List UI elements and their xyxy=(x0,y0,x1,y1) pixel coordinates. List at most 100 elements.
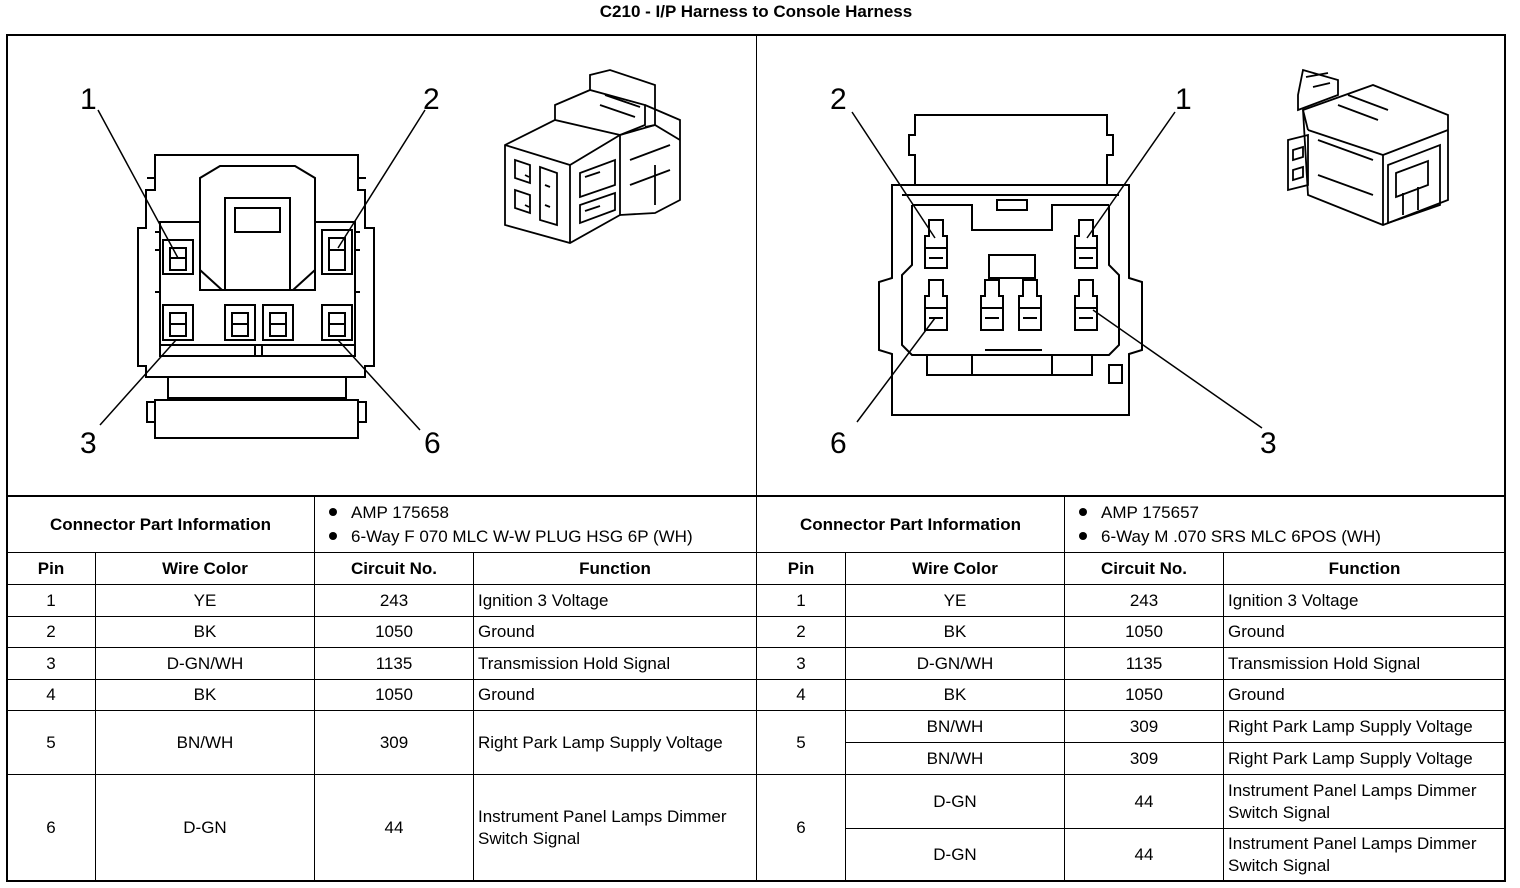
left-callout-pin-1: 1 xyxy=(80,83,97,116)
function-cell: Instrument Panel Lamps Dimmer Switch Sig… xyxy=(1223,828,1506,882)
pin-cell: 3 xyxy=(6,647,96,680)
wire-color-cell: BK xyxy=(845,679,1065,711)
left-callout-pin-6: 6 xyxy=(424,427,441,460)
table-row: D-GN 44 Instrument Panel Lamps Dimmer Sw… xyxy=(757,828,1506,882)
wire-color-cell: BK xyxy=(95,679,315,711)
header-circuit-no: Circuit No. xyxy=(314,552,474,585)
circuit-cell: 309 xyxy=(1064,742,1224,775)
table-row: 1 YE 243 Ignition 3 Voltage xyxy=(6,584,757,617)
horizontal-divider xyxy=(6,495,1506,496)
table-row: 5 BN/WH 309 Right Park Lamp Supply Volta… xyxy=(756,710,1506,775)
right-terminal-6 xyxy=(924,279,948,331)
right-connector-face-view: 2 1 6 3 xyxy=(830,83,1277,460)
function-cell: Right Park Lamp Supply Voltage xyxy=(1223,742,1506,775)
right-terminal-3 xyxy=(1074,279,1098,331)
right-table-header: Pin Wire Color Circuit No. Function xyxy=(756,552,1506,585)
right-terminal-2 xyxy=(924,219,948,269)
pin-cell: 6 xyxy=(756,774,846,882)
right-part-info: AMP 175657 6-Way M .070 SRS MLC 6POS (WH… xyxy=(1064,496,1506,553)
left-terminal-3 xyxy=(162,304,194,341)
table-row: BN/WH 309 Right Park Lamp Supply Voltage xyxy=(757,742,1506,775)
function-cell: Instrument Panel Lamps Dimmer Switch Sig… xyxy=(1223,774,1506,829)
pin-cell: 4 xyxy=(6,679,96,711)
header-pin: Pin xyxy=(6,552,96,585)
left-connector-isometric-view xyxy=(504,69,681,244)
left-part-info: AMP 175658 6-Way F 070 MLC W-W PLUG HSG … xyxy=(314,496,757,553)
right-connector-isometric-view xyxy=(1287,68,1449,226)
circuit-cell: 1050 xyxy=(314,679,474,711)
circuit-cell: 309 xyxy=(314,710,474,775)
right-terminal-5 xyxy=(980,279,1004,331)
table-row: 3 D-GN/WH 1135 Transmission Hold Signal xyxy=(756,647,1506,680)
right-callout-pin-2: 2 xyxy=(830,83,847,116)
header-function: Function xyxy=(473,552,757,585)
wire-color-cell: BN/WH xyxy=(95,710,315,775)
right-terminal-1 xyxy=(1074,219,1098,269)
circuit-cell: 1135 xyxy=(314,647,474,680)
pin-cell: 5 xyxy=(6,710,96,775)
table-row: 2 BK 1050 Ground xyxy=(6,616,757,648)
circuit-cell: 1050 xyxy=(1064,616,1224,648)
function-cell: Ignition 3 Voltage xyxy=(1223,584,1506,617)
circuit-cell: 1050 xyxy=(1064,679,1224,711)
right-callout-pin-6: 6 xyxy=(830,427,847,460)
header-circuit-no: Circuit No. xyxy=(1064,552,1224,585)
right-part-info-item: AMP 175657 xyxy=(1079,501,1505,525)
left-part-info-item: 6-Way F 070 MLC W-W PLUG HSG 6P (WH) xyxy=(329,525,756,549)
left-terminal-2 xyxy=(321,229,353,275)
right-part-info-label: Connector Part Information xyxy=(756,496,1065,553)
wire-color-cell: D-GN xyxy=(845,828,1065,882)
table-row: 1 YE 243 Ignition 3 Voltage xyxy=(756,584,1506,617)
right-callout-pin-1: 1 xyxy=(1175,83,1192,116)
pin-cell: 1 xyxy=(756,584,846,617)
wire-color-cell: BK xyxy=(95,616,315,648)
left-terminal-4 xyxy=(224,304,256,341)
table-row: 3 D-GN/WH 1135 Transmission Hold Signal xyxy=(6,647,757,680)
pin-cell: 2 xyxy=(6,616,96,648)
header-pin: Pin xyxy=(756,552,846,585)
table-row: 4 BK 1050 Ground xyxy=(6,679,757,711)
circuit-cell: 1050 xyxy=(314,616,474,648)
pin-cell: 6 xyxy=(6,774,96,882)
pin-cell: 3 xyxy=(756,647,846,680)
function-cell: Right Park Lamp Supply Voltage xyxy=(1223,710,1506,743)
header-function: Function xyxy=(1223,552,1506,585)
wire-color-cell: D-GN/WH xyxy=(845,647,1065,680)
circuit-cell: 243 xyxy=(314,584,474,617)
function-cell: Ground xyxy=(473,679,757,711)
left-part-info-label: Connector Part Information xyxy=(6,496,315,553)
left-callout-pin-3: 3 xyxy=(80,427,97,460)
left-terminal-6 xyxy=(321,304,353,341)
circuit-cell: 44 xyxy=(314,774,474,882)
wire-color-cell: D-GN/WH xyxy=(95,647,315,680)
wire-color-cell: BN/WH xyxy=(845,742,1065,775)
pin-cell: 1 xyxy=(6,584,96,617)
wire-color-cell: BK xyxy=(845,616,1065,648)
function-cell: Transmission Hold Signal xyxy=(473,647,757,680)
left-table-header: Pin Wire Color Circuit No. Function xyxy=(6,552,757,585)
vertical-divider xyxy=(756,34,757,495)
function-cell: Ground xyxy=(473,616,757,648)
table-row: 6 D-GN 44 Instrument Panel Lamps Dimmer … xyxy=(756,774,1506,882)
function-cell: Right Park Lamp Supply Voltage xyxy=(473,710,757,775)
wire-color-cell: BN/WH xyxy=(845,710,1065,743)
header-wire-color: Wire Color xyxy=(95,552,315,585)
function-cell: Transmission Hold Signal xyxy=(1223,647,1506,680)
right-part-info-item: 6-Way M .070 SRS MLC 6POS (WH) xyxy=(1079,525,1505,549)
function-cell: Ground xyxy=(1223,616,1506,648)
pin-cell: 5 xyxy=(756,710,846,775)
wire-color-cell: YE xyxy=(95,584,315,617)
right-pin-table: Connector Part Information AMP 175657 6-… xyxy=(756,496,1506,882)
wire-color-cell: D-GN xyxy=(845,774,1065,829)
wire-color-cell: YE xyxy=(845,584,1065,617)
circuit-cell: 309 xyxy=(1064,710,1224,743)
table-row: 6 D-GN 44 Instrument Panel Lamps Dimmer … xyxy=(6,774,757,882)
left-part-info-item: AMP 175658 xyxy=(329,501,756,525)
circuit-cell: 44 xyxy=(1064,774,1224,829)
wire-color-cell: D-GN xyxy=(95,774,315,882)
diagram-title: C210 - I/P Harness to Console Harness xyxy=(599,2,913,21)
function-cell: Instrument Panel Lamps Dimmer Switch Sig… xyxy=(473,774,757,882)
function-cell: Ignition 3 Voltage xyxy=(473,584,757,617)
right-terminal-4 xyxy=(1018,279,1042,331)
circuit-cell: 1135 xyxy=(1064,647,1224,680)
